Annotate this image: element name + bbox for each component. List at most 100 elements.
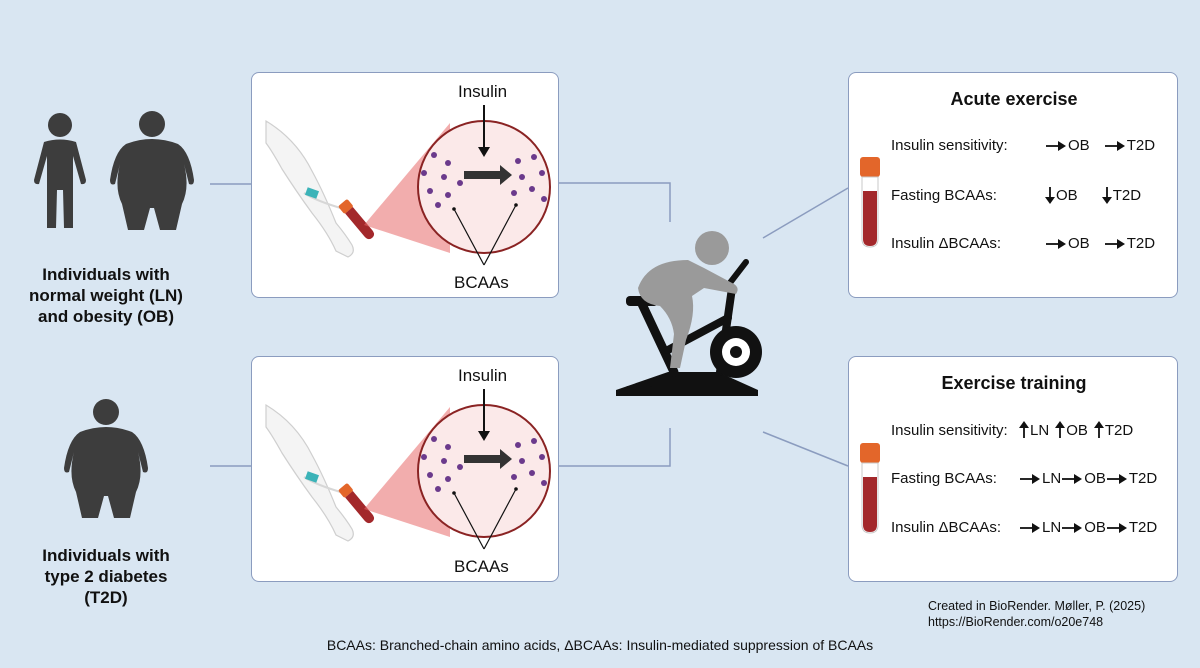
result-row: Insulin sensitivity: LN OB T2D	[891, 421, 1139, 439]
bcaa-pointer	[483, 488, 517, 550]
bcaa-dot	[441, 174, 447, 180]
bcaa-pointer	[453, 492, 485, 550]
bcaa-dot	[539, 170, 545, 176]
insulin-arrow-head	[478, 147, 490, 157]
right-arrow-icon	[1106, 473, 1127, 484]
obese-person-icon	[110, 111, 194, 230]
result-row: Fasting BCAAs: OB T2D	[891, 186, 1165, 204]
up-arrow-icon	[1093, 421, 1104, 438]
result-token: T2D	[1104, 137, 1155, 154]
bcaa-dot	[431, 152, 437, 158]
bcaa-dot	[445, 476, 451, 482]
result-row-label: Insulin ΔBCAAs:	[891, 519, 1002, 536]
result-row-label: Fasting BCAAs:	[891, 186, 997, 204]
result-token: T2D	[1106, 519, 1157, 536]
result-token: LN	[1019, 519, 1061, 536]
group-abbrev: LN	[1042, 470, 1062, 487]
bcaa-dot	[457, 464, 463, 470]
bcaa-dot	[435, 486, 441, 492]
group-abbrev: T2D	[1104, 421, 1134, 439]
right-arrow-icon	[1046, 140, 1066, 151]
group-abbrev: T2D	[1126, 137, 1156, 154]
result-token: T2D	[1093, 421, 1134, 439]
group-abbrev: OB	[1084, 519, 1106, 536]
bcaa-label: BCAAs	[454, 273, 509, 292]
group-label-line: Individuals with	[42, 546, 170, 565]
result-row: Insulin sensitivity: OB T2D	[891, 137, 1169, 154]
bcaa-dot	[519, 174, 525, 180]
suppression-arrow	[464, 449, 512, 469]
credit-line: https://BioRender.com/o20e748	[928, 615, 1104, 629]
bcaa-dot	[529, 186, 535, 192]
acute-exercise-title: Acute exercise	[950, 89, 1078, 109]
result-row-label: Insulin sensitivity:	[891, 421, 1008, 439]
up-arrow-icon	[1055, 421, 1066, 438]
bcaa-dot	[529, 470, 535, 476]
sample-tube	[338, 199, 375, 240]
bcaa-dot	[541, 196, 547, 202]
group-abbrev: OB	[1066, 421, 1088, 439]
result-token: OB	[1061, 519, 1106, 536]
result-token: OB	[1045, 235, 1090, 252]
t2d-group-label: Individuals with type 2 diabetes (T2D)	[6, 545, 206, 608]
right-arrow-icon	[1104, 140, 1125, 151]
right-arrow-icon	[1062, 522, 1083, 533]
pointer-dot	[514, 487, 518, 491]
bcaa-dot	[435, 202, 441, 208]
result-row-label: Fasting BCAAs:	[891, 470, 997, 487]
group-abbrev: OB	[1068, 235, 1090, 252]
result-token: OB	[1045, 186, 1078, 204]
result-row-label: Insulin sensitivity:	[891, 137, 1008, 154]
result-token: OB	[1061, 470, 1106, 487]
bcaa-dot	[511, 190, 517, 196]
bcaa-dot	[515, 158, 521, 164]
tube-blood	[345, 491, 375, 524]
t2d-person-icon	[64, 399, 148, 518]
iv-clip	[304, 471, 320, 483]
right-arrow-icon	[1020, 522, 1040, 533]
result-token: OB	[1045, 137, 1090, 154]
bcaa-dot	[421, 454, 427, 460]
lean-obese-group-label: Individuals with normal weight (LN) and …	[6, 264, 206, 327]
exercise-training-title: Exercise training	[941, 373, 1087, 393]
bcaa-dot	[421, 170, 427, 176]
group-abbrev: T2D	[1112, 186, 1142, 204]
result-token: LN	[1019, 421, 1049, 439]
group-abbrev: OB	[1056, 186, 1078, 204]
right-arrow-icon	[1106, 522, 1127, 533]
result-token: LN	[1019, 470, 1061, 487]
bcaa-dot	[515, 442, 521, 448]
group-label-line: (T2D)	[84, 588, 128, 607]
tube-blood	[345, 207, 375, 240]
clamp-panel-top: Insulin BCAAs	[251, 72, 559, 298]
clamp-illustration	[265, 105, 551, 266]
bcaa-dot	[541, 480, 547, 486]
bcaa-pointer	[483, 204, 517, 266]
iv-clip	[304, 187, 320, 199]
bcaa-dot	[531, 154, 537, 160]
abbreviation-footnote: BCAAs: Branched-chain amino acids, ΔBCAA…	[326, 637, 874, 653]
bcaa-dot	[519, 458, 525, 464]
bcaa-dot	[445, 160, 451, 166]
up-arrow-icon	[1019, 421, 1029, 438]
bcaa-label: BCAAs	[454, 557, 509, 576]
bcaa-dot	[445, 444, 451, 450]
exercise-training-panel: Exercise training Insulin sensitivity: LN…	[848, 356, 1178, 582]
bcaa-dot	[457, 180, 463, 186]
acute-exercise-panel: Acute exercise Insulin sensitivity: OB T2D…	[848, 72, 1178, 298]
down-arrow-icon	[1045, 187, 1055, 204]
group-abbrev: T2D	[1126, 235, 1156, 252]
right-arrow-icon	[1104, 238, 1125, 249]
bcaa-dot	[427, 472, 433, 478]
sample-tube	[338, 483, 375, 524]
result-token: T2D	[1104, 235, 1155, 252]
bcaa-dot	[445, 192, 451, 198]
insulin-label: Insulin	[458, 82, 508, 101]
group-abbrev: OB	[1084, 470, 1106, 487]
clamp-panel-bottom: Insulin BCAAs	[251, 356, 559, 582]
group-abbrev: T2D	[1128, 519, 1158, 536]
pointer-dot	[452, 491, 456, 495]
tube-cap	[338, 199, 353, 214]
group-label-line: normal weight (LN)	[29, 286, 183, 305]
blood-tube-icon	[860, 443, 880, 534]
